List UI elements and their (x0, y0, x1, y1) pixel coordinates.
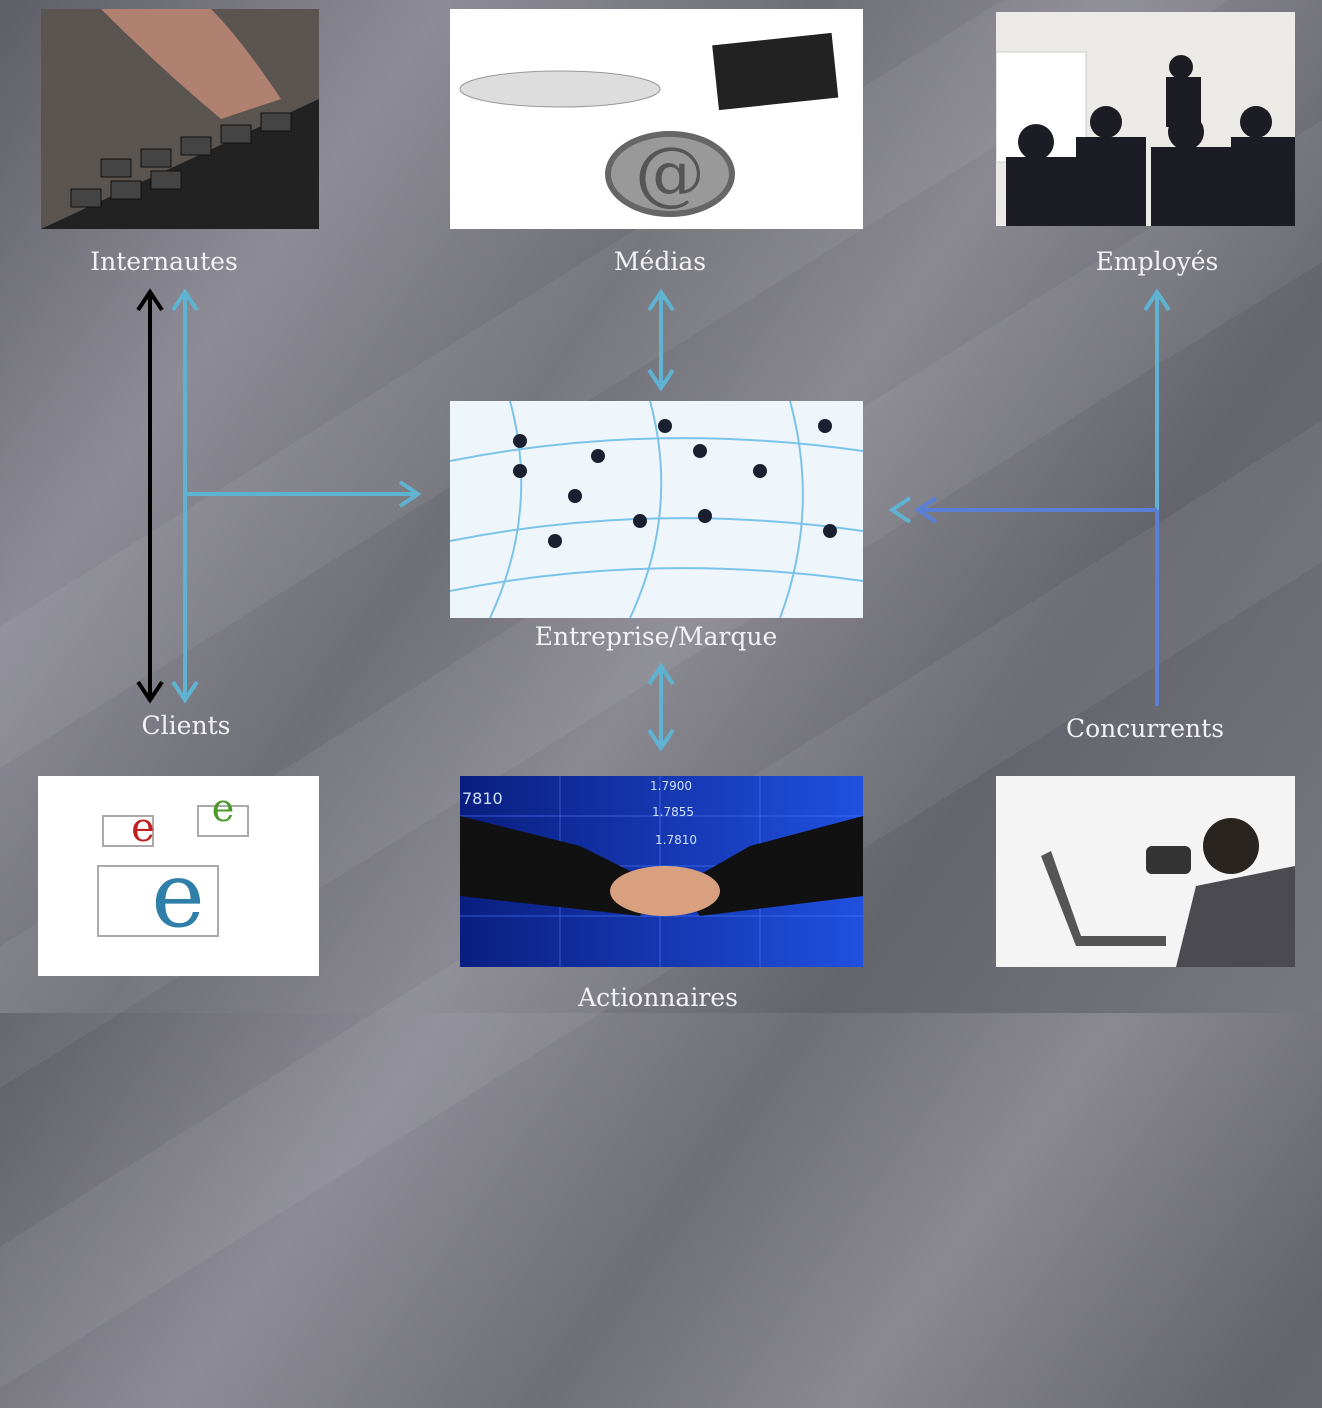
node-label-entreprise: Entreprise/Marque (534, 622, 778, 651)
arrow-entreprise-actionnaires (647, 662, 675, 752)
svg-text:1.7855: 1.7855 (652, 805, 694, 819)
node-label-concurrents: Concurrents (1065, 714, 1225, 743)
black-arrow-internautes-clients (136, 288, 164, 704)
at-symbol: @ (635, 132, 705, 214)
arrow-concurrents (914, 496, 1159, 706)
svg-text:7810: 7810 (462, 789, 503, 808)
svg-text:e: e (131, 805, 155, 851)
e-letter: e (151, 843, 204, 948)
svg-text:1.7810: 1.7810 (655, 833, 697, 847)
employes-image (996, 12, 1295, 226)
node-label-internautes: Internautes (90, 247, 238, 276)
concurrents-image (996, 776, 1295, 967)
actionnaires-image: 1.7900 1.7855 1.7810 7810 (460, 776, 863, 967)
node-label-clients: Clients (141, 711, 231, 740)
light-arrow-internautes-clients (171, 288, 422, 704)
arrow-medias-entreprise (647, 288, 675, 392)
node-label-employes: Employés (1095, 247, 1219, 276)
medias-image: @ (450, 9, 863, 229)
node-label-medias: Médias (613, 247, 707, 276)
svg-text:e: e (212, 786, 235, 830)
arrow-employes (888, 288, 1171, 524)
connector-arrows (136, 288, 1171, 752)
node-label-actionnaires: Actionnaires (578, 983, 738, 1012)
entreprise-image (450, 401, 863, 618)
internautes-image (41, 9, 319, 229)
svg-text:1.7900: 1.7900 (650, 779, 692, 793)
